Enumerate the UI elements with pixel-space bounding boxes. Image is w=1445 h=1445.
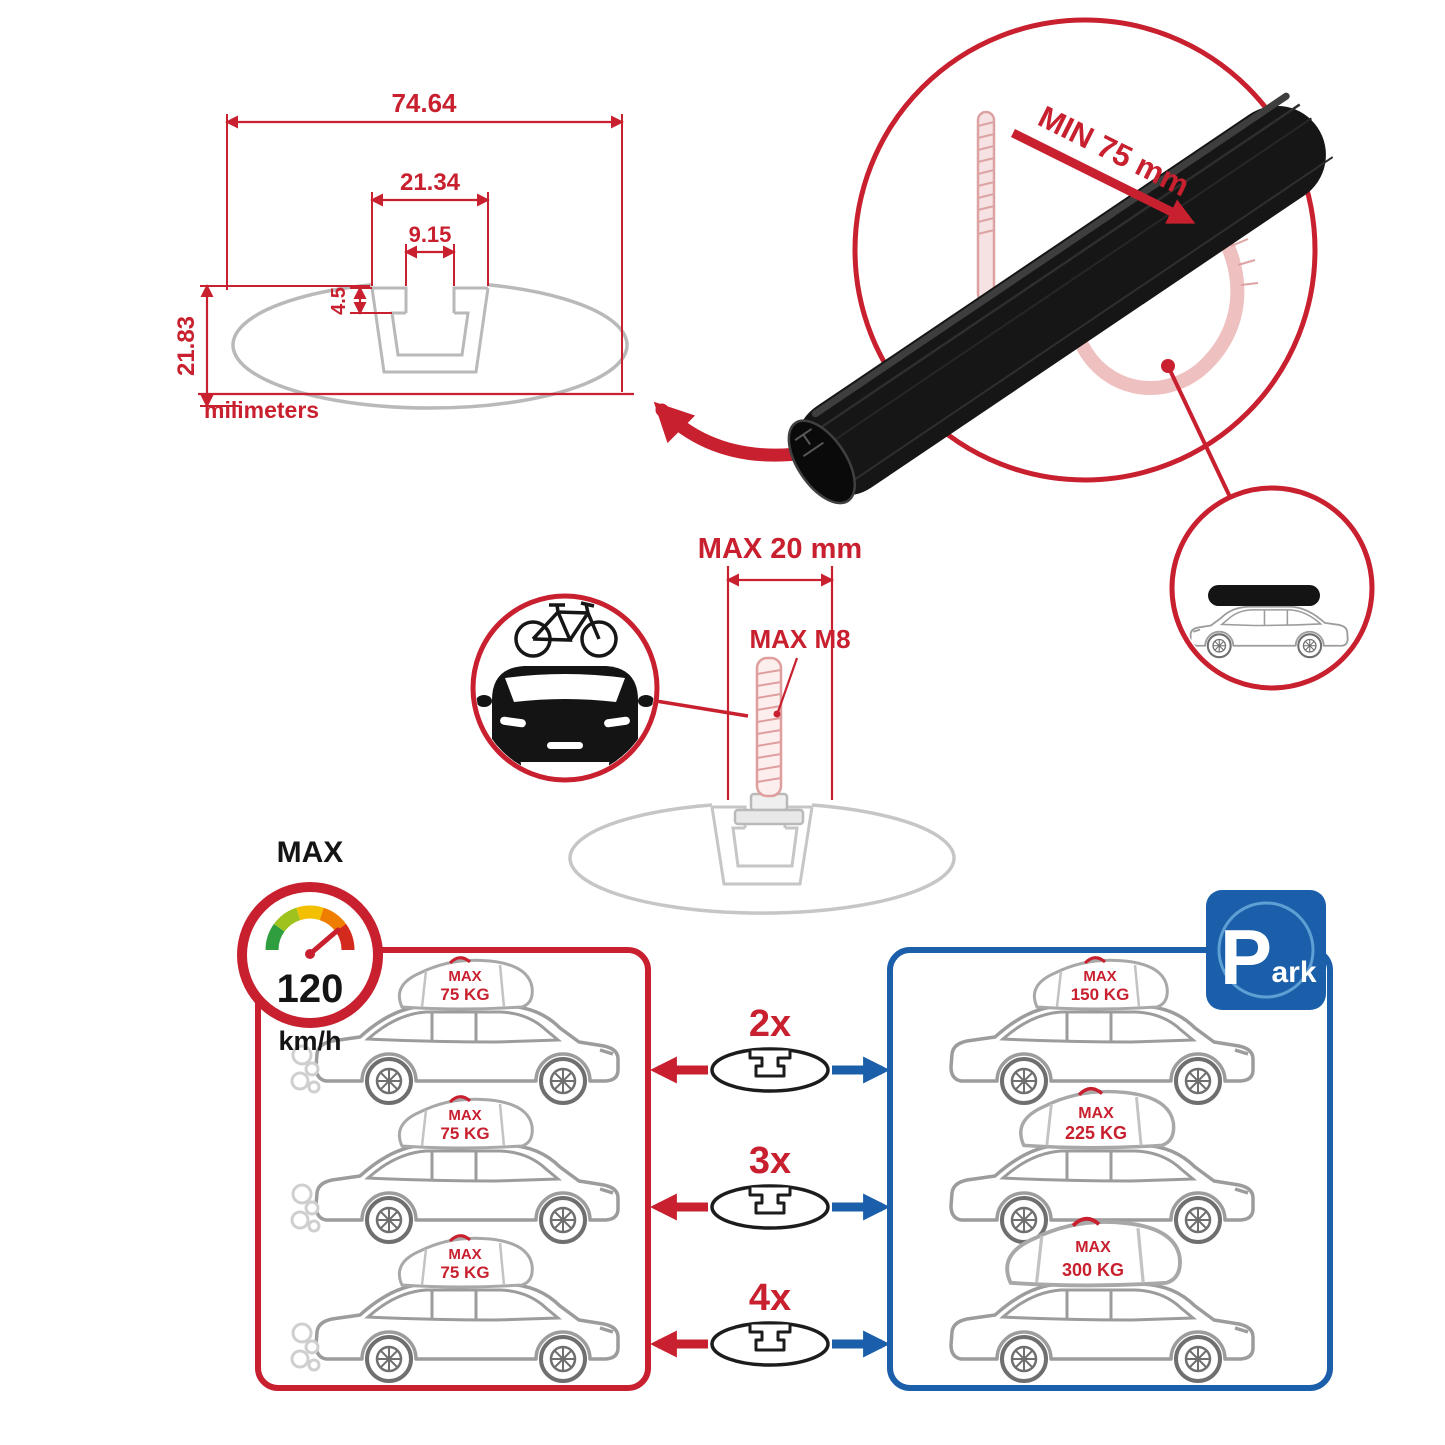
profile-t-slot [370, 286, 490, 374]
gauge-icon [265, 905, 355, 959]
leader-to-vehicle [1166, 365, 1232, 498]
bag-weight: 75 KG [440, 1263, 489, 1282]
bag-max-label: MAX [448, 1246, 481, 1263]
units-label: milimeters [204, 397, 319, 423]
parked-car-row-1: MAX 150 KG [949, 956, 1255, 1105]
speed-max-label: MAX [277, 836, 344, 869]
bag-max-label: MAX [1083, 968, 1116, 985]
cross-section-dimension-diagram: 74.64 21.34 9.15 4.5 21.83 milimeters [173, 88, 819, 462]
crossbar-icon [710, 1321, 830, 1367]
bag-weight: 225 KG [1065, 1123, 1127, 1143]
speed-unit: km/h [278, 1026, 341, 1056]
bag-weight: 75 KG [440, 985, 489, 1004]
t-bolt [733, 656, 805, 826]
leader-to-bolt [655, 699, 749, 718]
clamp-rod [976, 110, 996, 304]
dim-total-width: 74.64 [391, 88, 457, 118]
bag-weight: 300 KG [1062, 1260, 1124, 1280]
vehicle-roofbox-badge [1169, 485, 1375, 691]
speed-limit-badge: MAX 120 km/h [237, 836, 383, 1056]
driving-car-row-1: MAX 75 KG [290, 956, 620, 1105]
dim-slot-width: 9.15 [409, 222, 452, 247]
parked-car-row-3: MAX 300 KG [949, 1216, 1255, 1383]
bag-weight: 150 KG [1071, 985, 1130, 1004]
multiplier-row-2: 3x [649, 1140, 891, 1230]
car-front-with-bike [476, 601, 654, 772]
crossbar-icon [710, 1047, 830, 1093]
speed-value: 120 [277, 967, 344, 1011]
park-sign-rest: ark [1271, 956, 1316, 989]
dim-slot-depth: 4.5 [328, 287, 350, 315]
profile-ellipse-small [568, 803, 956, 915]
crossbar-icon [710, 1184, 830, 1230]
profile-slot-mask [372, 286, 488, 372]
bag-max-label: MAX [1075, 1239, 1111, 1256]
crossbar-profile-ellipse [231, 283, 629, 410]
multiplier-label: 4x [749, 1277, 791, 1319]
max-thread-label: MAX M8 [749, 624, 850, 654]
dim-height: 21.83 [173, 316, 200, 376]
park-sign: P ark [1206, 890, 1326, 1010]
multiplier-label: 3x [749, 1140, 791, 1182]
bike-icon [514, 601, 618, 658]
bag-weight: 75 KG [440, 1124, 489, 1143]
max-length-label: MAX 20 mm [698, 533, 862, 565]
bag-max-label: MAX [448, 968, 481, 985]
dim-channel-width: 21.34 [400, 169, 461, 196]
crossbar-3d-detail: MIN 75 mm [787, 17, 1334, 505]
multiplier-label: 2x [749, 1003, 791, 1045]
driving-car-row-2: MAX 75 KG [290, 1095, 620, 1244]
bag-max-label: MAX [1078, 1105, 1114, 1122]
capacity-panels: MAX 75 KG MAX 75 KG MAX 75 KG MAX 150 KG [255, 890, 1333, 1391]
bolt-fit-diagram: MAX 20 mm MAX M8 [470, 533, 956, 915]
parked-car-row-2: MAX 225 KG [949, 1087, 1255, 1244]
bag-max-label: MAX [448, 1107, 481, 1124]
multiplier-row-3: 4x [649, 1277, 891, 1367]
roof-box [1208, 585, 1320, 606]
min-clearance-arrow [1010, 128, 1196, 225]
park-sign-letter: P [1220, 913, 1272, 1001]
driving-car-row-3: MAX 75 KG [290, 1234, 620, 1383]
clamp-point-dot [1161, 359, 1175, 373]
multiplier-row-1: 2x [649, 1003, 891, 1093]
